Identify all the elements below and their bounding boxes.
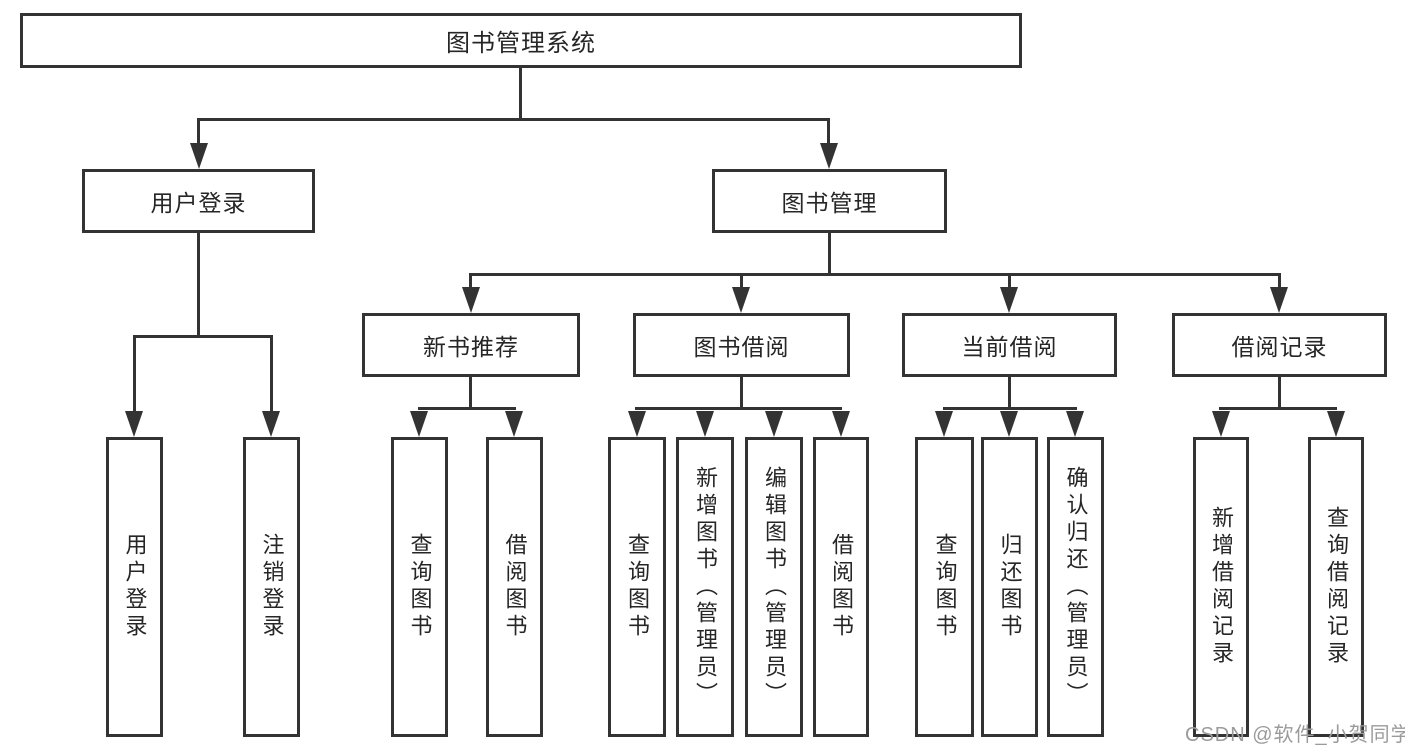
- connector: [740, 273, 743, 289]
- leaf-rec-query-book: 查询图书: [391, 437, 448, 737]
- connector: [418, 407, 516, 410]
- node-new-book-recommend: 新书推荐: [362, 313, 580, 377]
- arrowhead-icon: [935, 411, 953, 437]
- node-book-borrow: 图书借阅: [633, 313, 850, 377]
- connector: [635, 407, 842, 410]
- arrowhead-icon: [1212, 411, 1230, 437]
- leaf-br-query-record: 查询借阅记录: [1308, 437, 1364, 737]
- leaf-cb-confirm-return-admin: 确认归还（管理员）: [1047, 437, 1104, 737]
- connector: [827, 118, 830, 145]
- connector: [943, 407, 1077, 410]
- connector: [469, 273, 1281, 276]
- arrowhead-icon: [832, 411, 850, 437]
- connector: [197, 118, 830, 121]
- arrowhead-icon: [628, 411, 646, 437]
- leaf-br-add-record: 新增借阅记录: [1193, 437, 1249, 737]
- connector: [133, 335, 136, 413]
- leaf-logout: 注销登录: [243, 437, 300, 737]
- arrowhead-icon: [732, 287, 750, 313]
- node-borrow-records: 借阅记录: [1172, 313, 1387, 377]
- connector: [1278, 377, 1281, 409]
- arrowhead-icon: [462, 287, 480, 313]
- node-root-system: 图书管理系统: [20, 13, 1022, 68]
- arrowhead-icon: [696, 411, 714, 437]
- connector: [828, 233, 831, 275]
- watermark: CSDN @软件_小贺同学: [1185, 724, 1405, 746]
- arrowhead-icon: [1000, 411, 1018, 437]
- connector: [1278, 273, 1281, 289]
- arrowhead-icon: [1066, 411, 1084, 437]
- arrowhead-icon: [1327, 411, 1345, 437]
- leaf-bb-query-book: 查询图书: [608, 437, 666, 737]
- connector: [133, 335, 273, 338]
- node-current-borrow: 当前借阅: [902, 313, 1117, 377]
- connector: [270, 335, 273, 413]
- connector: [469, 273, 472, 289]
- arrowhead-icon: [262, 411, 280, 437]
- leaf-cb-query-book: 查询图书: [915, 437, 974, 737]
- arrowhead-icon: [125, 411, 143, 437]
- connector: [197, 233, 200, 337]
- leaf-rec-borrow-book: 借阅图书: [486, 437, 543, 737]
- arrowhead-icon: [1270, 287, 1288, 313]
- leaf-bb-edit-book-admin: 编辑图书（管理员）: [745, 437, 803, 737]
- arrowhead-icon: [820, 143, 838, 169]
- leaf-cb-return-book: 归还图书: [981, 437, 1038, 737]
- connector: [519, 68, 522, 120]
- leaf-bb-borrow-book: 借阅图书: [813, 437, 869, 737]
- arrowhead-icon: [1000, 287, 1018, 313]
- connector: [1008, 377, 1011, 409]
- connector: [1008, 273, 1011, 289]
- connector: [197, 118, 200, 145]
- node-user-login: 用户登录: [82, 169, 315, 233]
- connector: [469, 377, 472, 409]
- leaf-bb-add-book-admin: 新增图书（管理员）: [676, 437, 734, 737]
- arrowhead-icon: [505, 411, 523, 437]
- connector: [740, 377, 743, 409]
- arrowhead-icon: [765, 411, 783, 437]
- connector: [1219, 407, 1337, 410]
- arrowhead-icon: [190, 143, 208, 169]
- node-book-management: 图书管理: [712, 169, 947, 233]
- leaf-user-login: 用户登录: [106, 437, 163, 737]
- arrowhead-icon: [410, 411, 428, 437]
